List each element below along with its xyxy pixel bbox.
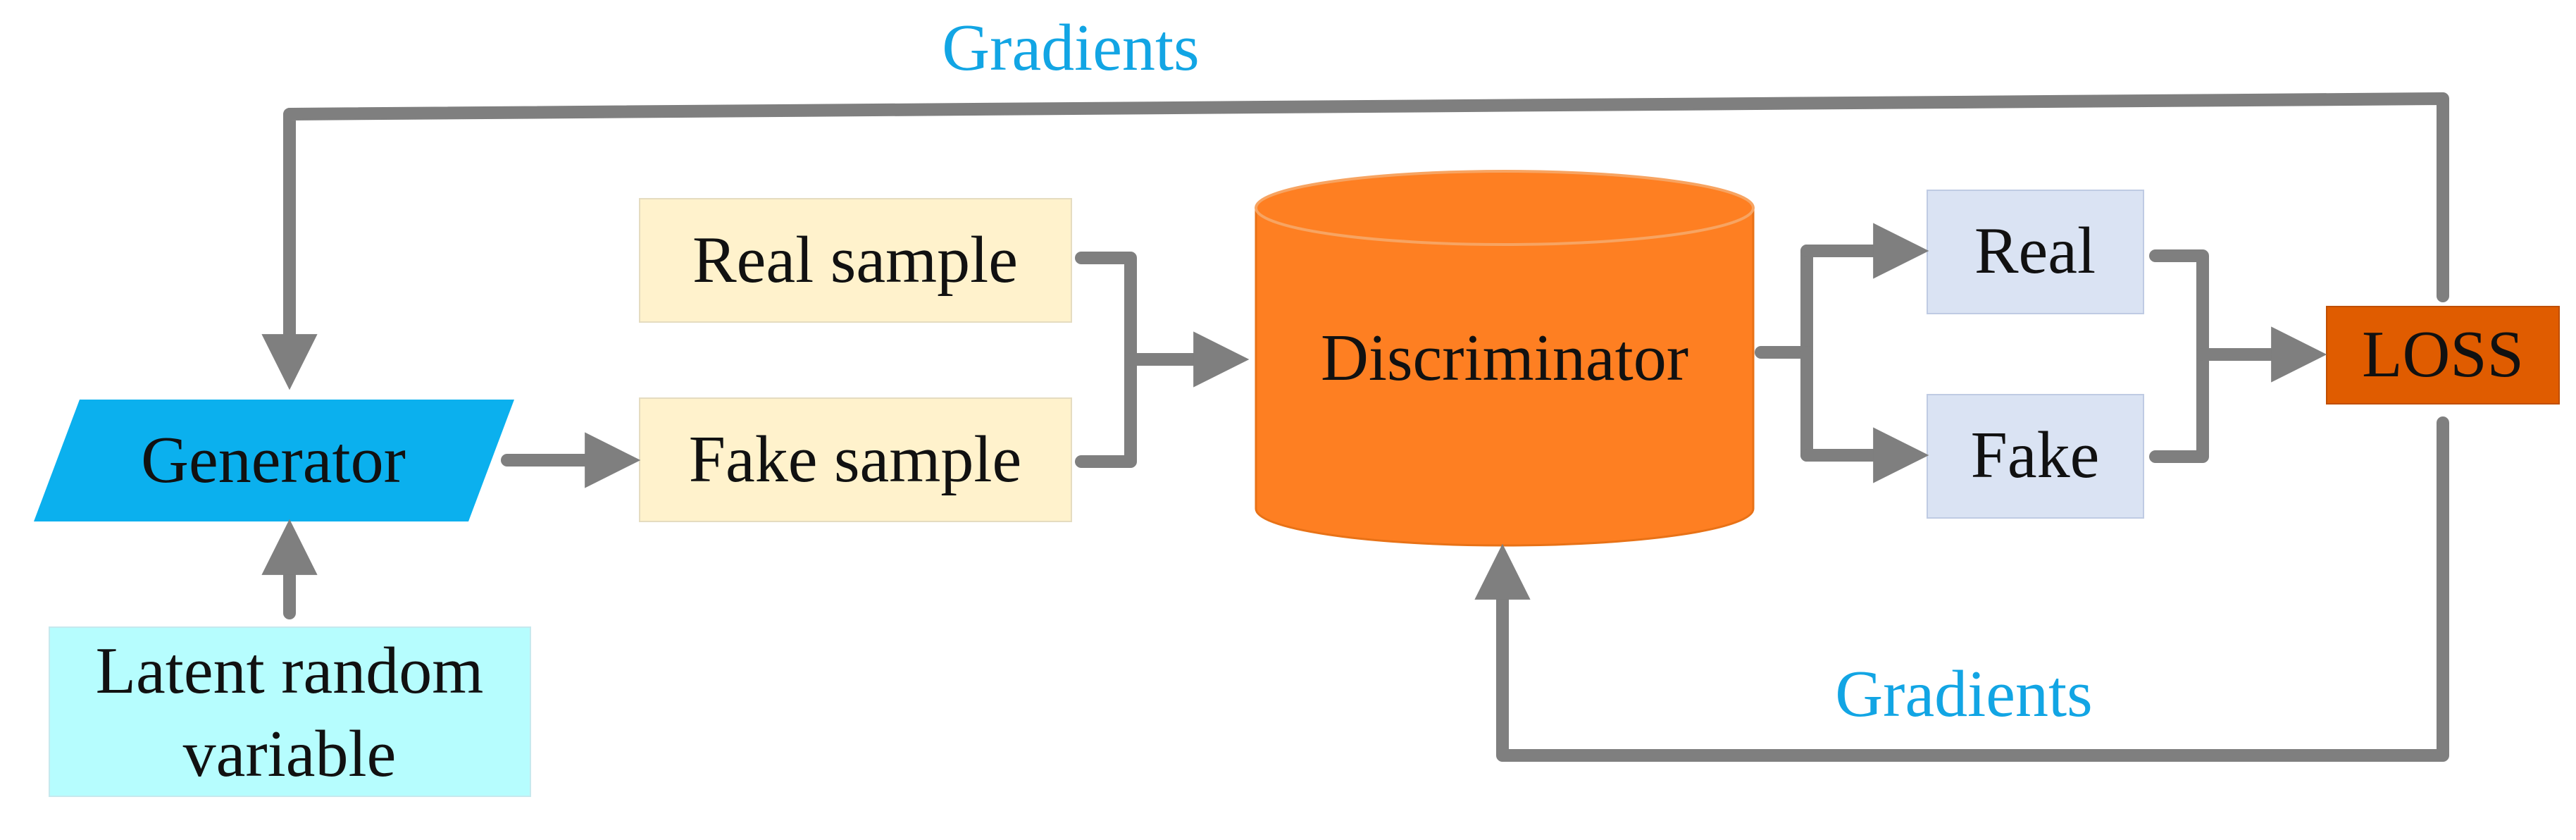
- gradients-label-top: Gradients: [942, 11, 1199, 85]
- real-output-label: Real: [1974, 214, 2096, 288]
- discriminator-cylinder-top: [1255, 170, 1755, 246]
- real-output-node: Real: [1927, 190, 2144, 314]
- latent-variable-label-line1: Latent random: [96, 634, 484, 708]
- loss-label: LOSS: [2362, 318, 2524, 391]
- fake-output-box: [1927, 394, 2144, 519]
- generator-label: Generator: [141, 424, 406, 497]
- real-sample-node: Real sample: [639, 198, 1072, 323]
- fake-sample-node: Fake sample: [639, 397, 1072, 522]
- real-output-box: [1927, 190, 2144, 314]
- fake-output-node: Fake: [1927, 394, 2144, 519]
- latent-variable-node: Latent random variable: [49, 626, 531, 797]
- fake-sample-label: Fake sample: [689, 423, 1021, 496]
- real-sample-box: [639, 198, 1072, 323]
- discriminator-split-line: [1755, 245, 1813, 359]
- loss-to-discriminator-gradient-arrow: [1474, 416, 2449, 762]
- connectors: [261, 92, 2449, 762]
- latent-variable-label-line2: variable: [183, 717, 397, 791]
- gradients-label-bottom: Gradients: [1835, 657, 2092, 731]
- fake-sample-box: [639, 397, 1072, 522]
- generator-shape: [34, 400, 514, 521]
- loss-to-generator-gradient-arrow: [261, 92, 2449, 390]
- fake-to-merge-line: [2149, 348, 2209, 463]
- fake-output-label: Fake: [1971, 419, 2100, 492]
- real-to-merge-line: [2149, 249, 2209, 361]
- discriminator-node: Discriminator: [1255, 170, 1755, 547]
- real-sample-label: Real sample: [692, 223, 1018, 297]
- real-sample-to-merge-line: [1075, 252, 1137, 366]
- latent-variable-box: [49, 626, 531, 797]
- discriminator-label: Discriminator: [1321, 321, 1688, 395]
- loss-box: [2326, 306, 2560, 404]
- loss-node: LOSS: [2326, 306, 2560, 404]
- generator-node: Generator: [34, 400, 514, 521]
- fake-sample-to-merge-line: [1075, 353, 1137, 468]
